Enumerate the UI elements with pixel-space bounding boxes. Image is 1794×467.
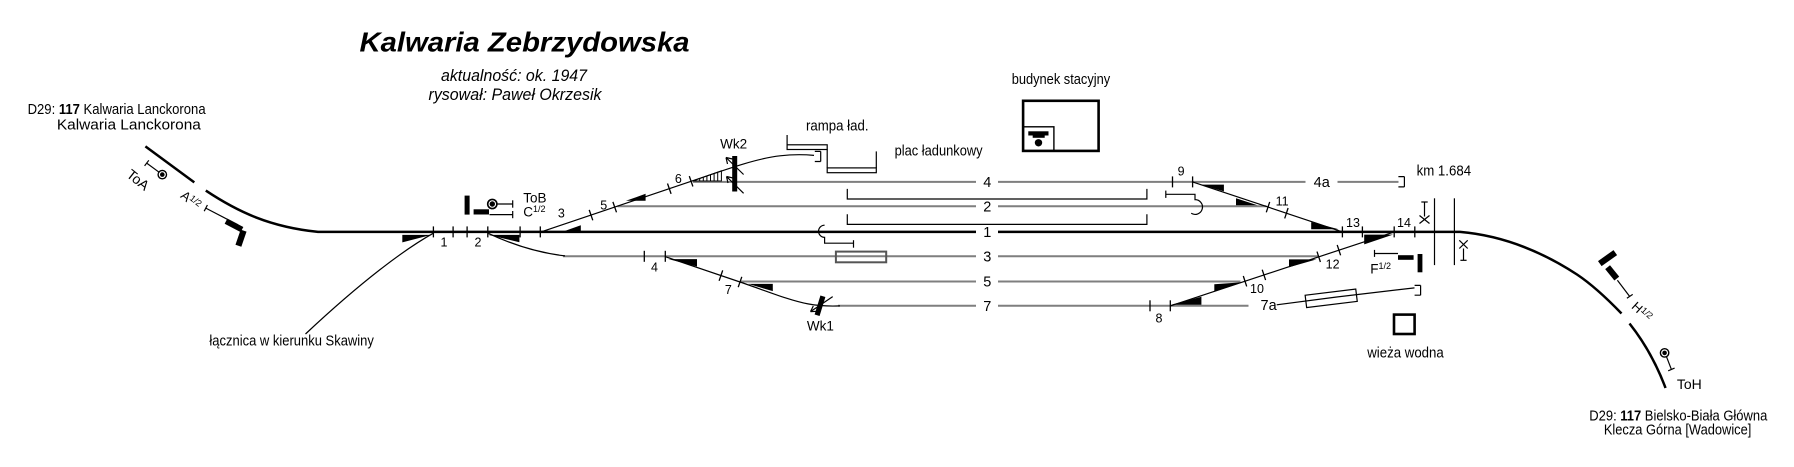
svg-text:7: 7 — [983, 299, 991, 315]
svg-text:14: 14 — [1397, 216, 1411, 230]
svg-text:10: 10 — [1250, 282, 1264, 296]
svg-text:4a: 4a — [1314, 175, 1331, 191]
svg-text:7: 7 — [725, 283, 732, 297]
svg-text:4: 4 — [983, 175, 991, 191]
svg-text:5: 5 — [600, 199, 607, 213]
svg-text:rampa ład.: rampa ład. — [806, 118, 869, 134]
svg-text:ToH: ToH — [1677, 376, 1702, 392]
svg-text:wieża wodna: wieża wodna — [1366, 346, 1444, 362]
svg-text:aktualność: ok. 1947: aktualność: ok. 1947 — [441, 67, 588, 85]
svg-text:km 1.684: km 1.684 — [1417, 164, 1472, 180]
svg-text:Wk2: Wk2 — [720, 137, 747, 152]
svg-text:8: 8 — [1156, 312, 1163, 326]
svg-text:1: 1 — [441, 236, 448, 250]
svg-text:7a: 7a — [1261, 298, 1278, 314]
svg-text:2: 2 — [983, 200, 991, 216]
svg-text:6: 6 — [675, 172, 682, 186]
svg-text:Klecza Górna [Wadowice]: Klecza Górna [Wadowice] — [1604, 422, 1752, 439]
svg-text:3: 3 — [558, 206, 565, 220]
svg-text:plac ładunkowy: plac ładunkowy — [895, 144, 984, 160]
svg-text:1: 1 — [983, 225, 991, 241]
svg-text:łącznica w kierunku Skawiny: łącznica w kierunku Skawiny — [209, 333, 374, 349]
svg-text:Kalwaria Lanckorona: Kalwaria Lanckorona — [57, 117, 202, 134]
svg-text:2: 2 — [475, 236, 482, 250]
svg-text:11: 11 — [1276, 195, 1289, 209]
svg-text:4: 4 — [651, 261, 658, 275]
svg-text:Kalwaria Zebrzydowska: Kalwaria Zebrzydowska — [360, 27, 690, 58]
svg-text:13: 13 — [1346, 216, 1360, 230]
svg-text:5: 5 — [983, 275, 991, 291]
svg-text:D29: 117 Kalwaria Lanckorona: D29: 117 Kalwaria Lanckorona — [28, 101, 207, 118]
svg-text:rysował: Paweł Okrzesik: rysował: Paweł Okrzesik — [429, 86, 603, 104]
svg-text:3: 3 — [983, 250, 991, 266]
svg-text:12: 12 — [1326, 258, 1340, 272]
svg-text:D29: 117 Bielsko-Biała Główna: D29: 117 Bielsko-Biała Główna — [1589, 408, 1768, 425]
svg-text:ToB: ToB — [523, 191, 546, 206]
svg-text:Wk1: Wk1 — [807, 319, 834, 334]
svg-text:9: 9 — [1178, 165, 1185, 179]
svg-text:budynek stacyjny: budynek stacyjny — [1012, 72, 1111, 88]
